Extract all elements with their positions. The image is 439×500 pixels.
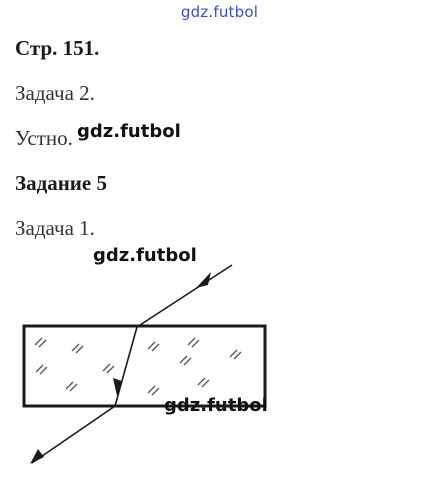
glass-slab xyxy=(22,324,267,408)
watermark-overlay-2: gdz.futbol xyxy=(93,245,197,266)
emergent-ray-arrow-icon xyxy=(30,449,44,464)
task1-label: Задача 1. xyxy=(15,216,95,240)
refracted-ray-arrow-icon xyxy=(113,378,122,396)
task2-label: Задача 2. xyxy=(15,81,95,105)
section-heading: Задание 5 xyxy=(15,171,107,195)
watermark-overlay-3: gdz.futbol xyxy=(164,395,268,416)
incident-ray xyxy=(136,264,233,328)
incident-ray-arrow-icon xyxy=(196,272,211,288)
watermark-overlay-1: gdz.futbol xyxy=(77,121,181,142)
glass-hatching xyxy=(34,337,242,396)
page-heading: Стр. 151. xyxy=(15,36,100,60)
emergent-ray xyxy=(31,405,116,464)
refracted-ray xyxy=(114,326,138,407)
task2-answer: Устно. xyxy=(15,126,73,150)
watermark-top: gdz.futbol xyxy=(180,3,259,21)
